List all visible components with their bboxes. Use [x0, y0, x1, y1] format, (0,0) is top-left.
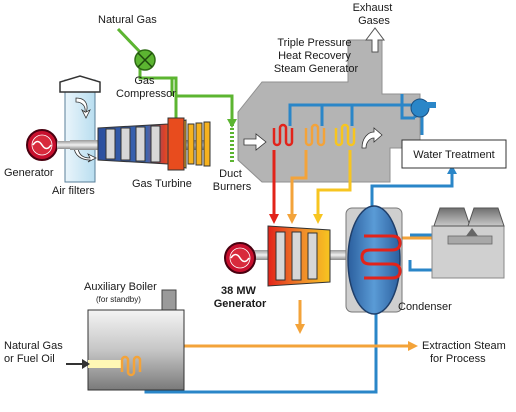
hrsg-coil-lp-icon [334, 123, 356, 147]
label-gas-compressor: Gas Compressor [116, 75, 176, 100]
fuel-arrow-icon [82, 359, 90, 369]
gas-compressor-icon [134, 49, 156, 71]
gas-turbine-blades [105, 125, 161, 163]
exhaust-arrow-icon [365, 27, 385, 53]
air-flow-arrow-top-icon [75, 97, 91, 119]
extraction-arrow-down-icon [295, 324, 305, 334]
condenser-icon [345, 205, 403, 315]
label-air-filters: Air filters [52, 185, 95, 197]
label-condenser: Condenser [398, 301, 452, 313]
label-gas-turbine: Gas Turbine [132, 178, 192, 190]
hrsg-outlet-arrow-icon [361, 127, 383, 149]
air-intake [64, 79, 96, 183]
steam-turbine-blades [275, 231, 318, 281]
steam-hp-arrow-icon [269, 214, 279, 224]
extraction-steam-arrow-icon [408, 341, 418, 351]
steam-lp-arrow-icon [313, 214, 323, 224]
water-treatment-box [401, 139, 507, 169]
gt-generator-icon [26, 129, 70, 161]
label-38mw-generator: 38 MW Generator [214, 285, 267, 310]
gas-turbine-exhaust-blades [187, 121, 211, 167]
label-extraction-steam: Extraction Steam for Process [422, 340, 509, 365]
feed-pump-icon [410, 98, 436, 118]
gas-arrow-icon [227, 119, 237, 128]
combustor-icon [167, 117, 185, 171]
auxiliary-boiler-icon [87, 289, 185, 391]
natural-gas-line [116, 27, 234, 124]
air-intake-hood [59, 75, 101, 93]
label-hrsg: Triple Pressure Heat Recovery Steam Gene… [274, 37, 359, 75]
label-water-treatment: Water Treatment [413, 149, 495, 161]
hrsg-coil-hp-icon [272, 123, 294, 147]
hrsg-body [237, 39, 421, 183]
cooling-tower-icon [431, 207, 505, 279]
label-natural-gas-fuel-oil: Natural Gas or Fuel Oil [4, 340, 66, 365]
st-generator-icon [224, 242, 256, 274]
label-auxiliary-boiler: Auxiliary Boiler [84, 281, 157, 293]
label-for-standby: (for standby) [96, 295, 141, 304]
hrsg-coil-mp-icon [304, 123, 326, 147]
label-duct-burners: Duct Burners [213, 168, 252, 193]
air-flow-arrow-bottom-icon [73, 145, 97, 163]
steam-lp-line [316, 150, 352, 215]
label-exhaust-gases: Exhaust Gases [353, 2, 396, 27]
steam-mp-arrow-icon [287, 214, 297, 224]
hrsg-inlet-arrow-icon [243, 133, 267, 151]
water-arrow-icon [447, 165, 457, 174]
label-natural-gas: Natural Gas [98, 14, 157, 26]
label-generator: Generator [4, 167, 54, 179]
